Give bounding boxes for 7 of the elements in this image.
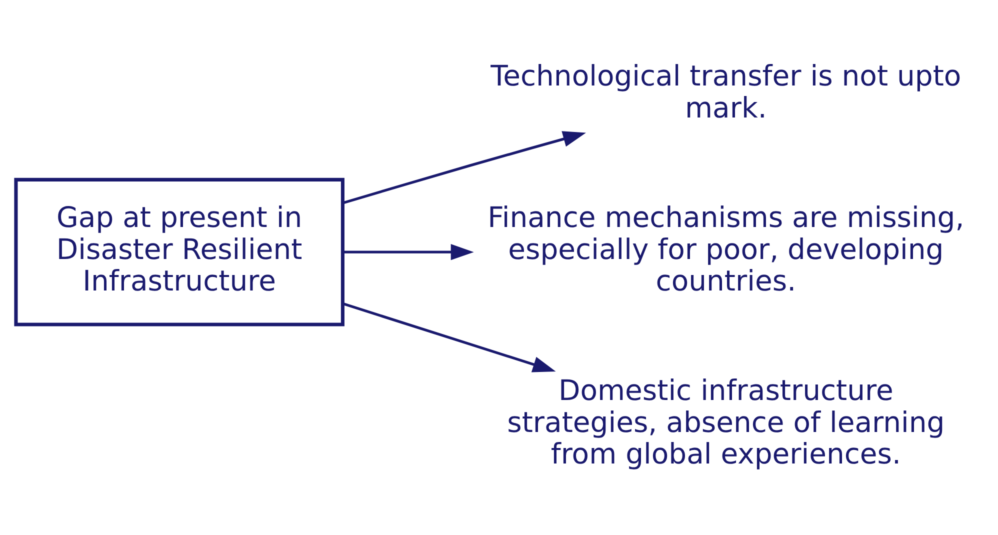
node-text: Technological transfer is not upto mark.: [490, 59, 962, 124]
node-box: Gap at present in Disaster Resilient Infrastructure: [14, 177, 344, 326]
arrow: [342, 130, 586, 204]
node-text: Finance mechanisms are missing, especially for poor, developing countries.: [488, 200, 964, 298]
node-text: Domestic infrastructure strategies, absence of learning from global experiences.: [507, 374, 945, 470]
arrow: [342, 302, 556, 372]
arrow: [343, 244, 474, 260]
